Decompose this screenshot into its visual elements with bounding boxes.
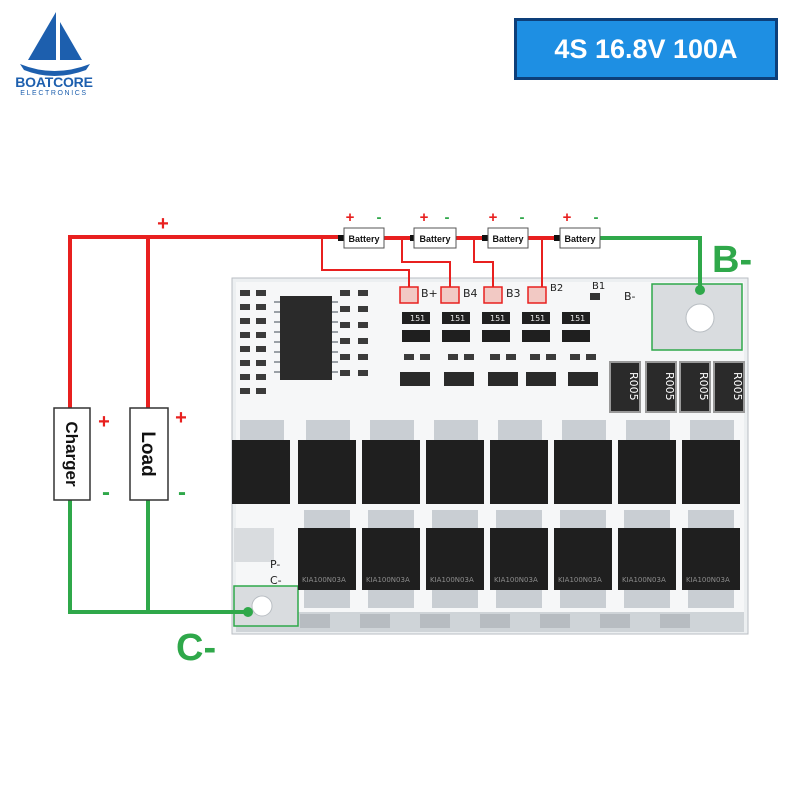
mosfet-label: KIA100N03A [622, 576, 666, 584]
battery-plus: + [420, 209, 429, 226]
battery-label: Battery [348, 234, 379, 244]
battery-plus: + [563, 209, 572, 226]
mosfet-row-top [232, 440, 740, 504]
battery-3: Battery + - [487, 209, 529, 249]
load-plus: + [175, 407, 187, 429]
mosfet-label: KIA100N03A [430, 576, 474, 584]
pad-label-b-plus: B+ [421, 287, 438, 300]
pad-label-b4: B4 [463, 287, 478, 300]
mosfet-label: KIA100N03A [558, 576, 602, 584]
battery-minus: - [445, 209, 450, 226]
battery-label: Battery [492, 234, 523, 244]
shunt-resistors [609, 361, 745, 413]
positive-rail-label: + [157, 213, 169, 235]
spec-label-text: 4S 16.8V 100A [554, 33, 738, 64]
pad-label-b1: B1 [592, 281, 605, 292]
smd-label: 151 [530, 314, 545, 323]
battery-plus: + [489, 209, 498, 226]
load-label: Load [137, 431, 158, 476]
mosfet-row-bottom [298, 528, 740, 590]
battery-2: Battery + - [413, 209, 457, 249]
charger: Charger + - [53, 407, 110, 506]
shunt-label: R005 [731, 372, 744, 401]
charger-plus: + [98, 411, 110, 433]
battery-4: Battery + - [559, 209, 601, 249]
pad-label-b-minus: B- [624, 290, 636, 303]
sailboat-logo-icon [20, 12, 90, 76]
load-minus: - [178, 479, 186, 506]
mosfet-label: KIA100N03A [366, 576, 410, 584]
charger-label: Charger [62, 421, 81, 487]
balance-pads [399, 286, 600, 304]
smd-label: 151 [570, 314, 585, 323]
battery-plus: + [346, 209, 355, 226]
negative-wiring [68, 236, 702, 614]
battery-minus: - [594, 209, 599, 226]
b-minus-pad [651, 283, 743, 351]
smd-resistor-array [402, 312, 590, 342]
mosfet-label: KIA100N03A [494, 576, 538, 584]
mosfet-label: KIA100N03A [686, 576, 730, 584]
battery-label: Battery [564, 234, 595, 244]
bms-ic-chip [280, 296, 332, 380]
load: Load + - [129, 407, 187, 506]
spec-label-box: 4S 16.8V 100A [514, 18, 778, 80]
battery-label: Battery [419, 234, 450, 244]
brand-logo: BOATCORE ELECTRONICS [6, 8, 102, 100]
battery-minus: - [377, 209, 382, 226]
logo-brand-text: BOATCORE [15, 74, 93, 90]
logo-sub-text: ELECTRONICS [20, 90, 88, 97]
c-minus-label: C- [176, 627, 216, 669]
battery-1: Battery + - [343, 209, 385, 249]
smd-label: 151 [490, 314, 505, 323]
battery-minus: - [520, 209, 525, 226]
bms-pcb: B+ B4 B3 B2 B1 B- 151 151 151 151 151 [231, 277, 749, 635]
pad-label-b3: B3 [506, 287, 521, 300]
pad-label-c-minus: C- [270, 574, 282, 587]
shunt-label: R005 [627, 372, 640, 401]
shunt-label: R005 [697, 372, 710, 401]
mosfet-label: KIA100N03A [302, 576, 346, 584]
b-minus-label: B- [712, 239, 752, 281]
smd-label: 151 [410, 314, 425, 323]
smd-label: 151 [450, 314, 465, 323]
shunt-label: R005 [663, 372, 676, 401]
pad-label-p-minus: P- [270, 558, 280, 571]
pad-label-b2: B2 [550, 283, 563, 294]
charger-minus: - [102, 479, 110, 506]
